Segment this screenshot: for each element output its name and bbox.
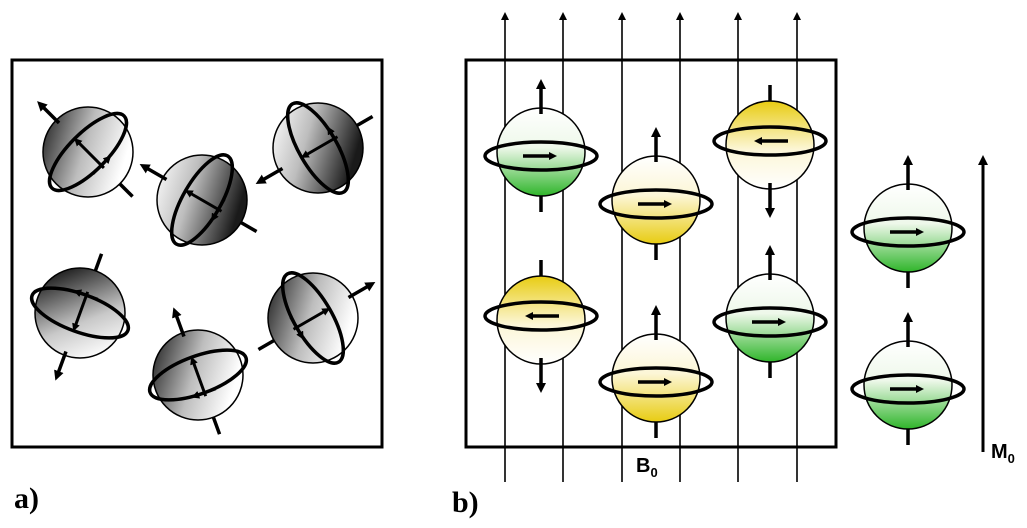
- precession-ring: [598, 188, 714, 220]
- aligned-spin: [598, 127, 714, 260]
- aligned-spin: [712, 245, 828, 378]
- panel-a-frame: [10, 58, 384, 449]
- aligned-spin: [598, 305, 714, 438]
- magnetization-symbol: M: [991, 441, 1008, 463]
- magnetization-subscript: 0: [1008, 451, 1015, 466]
- panel-b-label: b): [452, 486, 479, 519]
- random-spin: [29, 253, 131, 381]
- spin-axis-inner: [74, 138, 105, 169]
- random-spin: [255, 101, 374, 195]
- spin-sphere: [611, 155, 701, 245]
- spin-sphere: [863, 340, 953, 430]
- precession-ring: [850, 216, 966, 248]
- random-spin: [37, 101, 134, 198]
- precession-ring: [712, 125, 828, 157]
- spin-sphere: [496, 107, 586, 197]
- random-spin: [257, 271, 376, 365]
- spin-sphere: [496, 275, 586, 365]
- panel-a-label: a): [14, 482, 39, 515]
- precession-ring: [483, 300, 599, 332]
- panel-b: M0 B0 b): [452, 12, 1015, 519]
- spin-sphere: [725, 100, 815, 190]
- panel-b-spins: [483, 79, 828, 438]
- spin-sphere: [611, 333, 701, 423]
- random-spin: [147, 307, 249, 435]
- net-spin: [850, 155, 966, 288]
- spin-axis-arrow: [255, 166, 284, 184]
- precession-ring: [850, 373, 966, 405]
- field-label: B0: [636, 455, 658, 480]
- net-magnetization-spins: [850, 155, 966, 445]
- magnetization-label: M0: [991, 441, 1015, 466]
- spin-axis-arrow: [37, 101, 61, 125]
- spin-axis-arrow: [347, 282, 376, 300]
- spin-axis-inner: [72, 291, 90, 332]
- panel-a: a): [10, 58, 384, 515]
- aligned-spin: [712, 85, 828, 218]
- aligned-spin: [483, 79, 599, 212]
- panel-a-spins: [29, 101, 376, 435]
- spin-axis-inner: [184, 190, 223, 213]
- spin-axis-inner: [292, 308, 331, 331]
- spin-axis-inner: [300, 135, 339, 158]
- spin-axis-arrow: [139, 164, 168, 182]
- spin-sphere: [863, 183, 953, 273]
- precession-ring: [598, 366, 714, 398]
- precession-ring: [483, 140, 599, 172]
- net-spin: [850, 312, 966, 445]
- spin-sphere: [725, 273, 815, 363]
- panel-b-frame: [464, 58, 838, 449]
- field-subscript: 0: [650, 465, 657, 480]
- spin-axis-arrow: [172, 307, 186, 338]
- precession-ring: [712, 306, 828, 338]
- random-spin: [139, 153, 258, 247]
- spin-axis-inner: [190, 356, 208, 397]
- field-symbol: B: [636, 455, 650, 477]
- aligned-spin: [483, 260, 599, 393]
- spin-axis-arrow: [54, 350, 68, 381]
